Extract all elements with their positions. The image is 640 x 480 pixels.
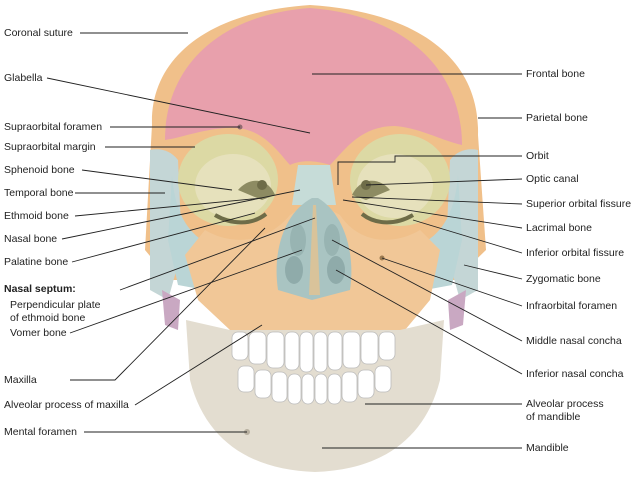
temporal-tip-left (162, 290, 180, 330)
label-coronal-suture: Coronal suture (4, 27, 73, 39)
label-mental-foramen: Mental foramen (4, 426, 77, 438)
label-alveolar-process-mandible-line1: Alveolar process (526, 398, 604, 410)
label-temporal-bone: Temporal bone (4, 187, 74, 199)
label-frontal-bone: Frontal bone (526, 68, 585, 80)
label-perpendicular-plate-line1: Perpendicular plate (10, 299, 101, 311)
lower-teeth (237, 365, 392, 405)
label-perpendicular-plate-line2: of ethmoid bone (10, 312, 86, 324)
inferior-orbital-fissure-left (213, 212, 268, 225)
temporal-tip-right (448, 290, 466, 330)
middle-concha-left (290, 224, 306, 256)
label-sphenoid-bone: Sphenoid bone (4, 164, 75, 176)
inferior-concha-left (285, 256, 303, 284)
label-orbit: Orbit (526, 150, 549, 162)
label-vomer-bone: Vomer bone (10, 327, 67, 339)
label-nasal-septum: Nasal septum: (4, 283, 76, 295)
label-superior-orbital-fissure: Superior orbital fissure (526, 198, 632, 210)
label-supraorbital-foramen: Supraorbital foramen (4, 121, 103, 133)
inferior-orbital-fissure-right (360, 212, 415, 225)
label-mandible: Mandible (526, 442, 569, 454)
label-optic-canal: Optic canal (526, 173, 579, 185)
nasal-septum-shape (309, 205, 320, 295)
label-middle-nasal-concha: Middle nasal concha (526, 335, 622, 347)
label-alveolar-process-maxilla: Alveolar process of maxilla (4, 399, 129, 411)
label-inferior-nasal-concha: Inferior nasal concha (526, 368, 624, 380)
label-maxilla: Maxilla (4, 374, 37, 386)
left-orbit-inner (195, 154, 271, 218)
upper-teeth (231, 331, 396, 373)
label-palatine-bone: Palatine bone (4, 256, 69, 268)
label-infraorbital-foramen: Infraorbital foramen (526, 300, 618, 312)
nasal-bone-shape (292, 165, 336, 205)
label-glabella: Glabella (4, 72, 43, 84)
label-parietal-bone: Parietal bone (526, 112, 588, 124)
label-ethmoid-bone: Ethmoid bone (4, 210, 69, 222)
optic-canal-left (257, 180, 267, 190)
label-zygomatic-bone: Zygomatic bone (526, 273, 601, 285)
leader-lines (46, 32, 523, 449)
right-orbit-inner (357, 154, 433, 218)
label-lacrimal-bone: Lacrimal bone (526, 222, 592, 234)
label-supraorbital-margin: Supraorbital margin (4, 141, 96, 153)
label-nasal-bone: Nasal bone (4, 233, 58, 245)
label-inferior-orbital-fissure: Inferior orbital fissure (526, 247, 625, 259)
label-alveolar-process-mandible-line2: of mandible (526, 411, 581, 423)
